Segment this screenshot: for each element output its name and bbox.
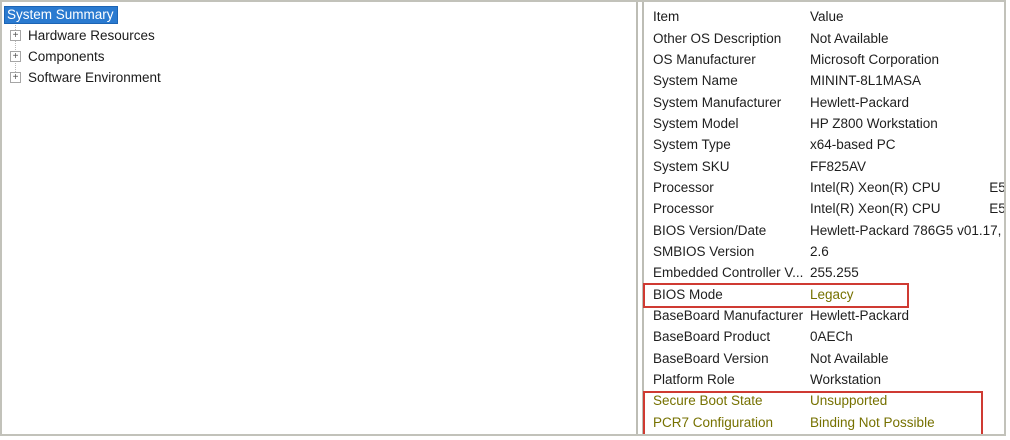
row-item-cell: System Model	[653, 115, 739, 131]
tree-item-label: Software Environment	[28, 69, 161, 85]
row-item-cell: BaseBoard Product	[653, 329, 771, 345]
row-item-cell: OS Manufacturer	[653, 51, 756, 67]
row-item-cell: Processor	[653, 179, 714, 195]
row-item-cell: SMBIOS Version	[653, 243, 755, 259]
row-value-cell: FF825AV	[810, 158, 867, 174]
row-item-cell: Other OS Description	[653, 30, 782, 46]
tree-item-label: Components	[28, 48, 105, 64]
table-row[interactable]: Platform Role Workstation	[653, 369, 1004, 390]
table-row[interactable]: System Type x64-based PC	[653, 134, 1004, 155]
panel-splitter[interactable]	[636, 2, 644, 434]
row-value-cell: Not Available	[810, 350, 889, 366]
row-value-cell: x64-based PC	[810, 137, 896, 153]
table-row[interactable]: System Model HP Z800 Workstation	[653, 113, 1004, 134]
row-item-cell: BIOS Version/Date	[653, 222, 767, 238]
row-item-cell: Processor	[653, 201, 714, 217]
table-row[interactable]: System SKU FF825AV	[653, 155, 1004, 176]
table-row[interactable]: Processor Intel(R) Xeon(R) CPU E5506	[653, 177, 1004, 198]
row-value-cell: HP Z800 Workstation	[810, 115, 938, 131]
tree-item-label: Hardware Resources	[28, 27, 155, 43]
row-value-cell: Binding Not Possible	[810, 414, 935, 430]
table-row[interactable]: BIOS Version/Date Hewlett-Packard 786G5 …	[653, 219, 1004, 240]
tree-item-components[interactable]: + Components	[2, 46, 636, 67]
tree-guide-line	[15, 18, 16, 82]
row-item-cell: BIOS Mode	[653, 286, 723, 302]
tree-item-system-summary[interactable]: + System Summary	[2, 4, 636, 25]
expand-plus-icon[interactable]: +	[10, 51, 21, 62]
row-value-cell: Unsupported	[810, 393, 888, 409]
tree-item-software-environment[interactable]: + Software Environment	[2, 67, 636, 88]
row-value-cell: MININT-8L1MASA	[810, 73, 922, 89]
row-value-cell: 255.255	[810, 265, 859, 281]
row-item-cell: System Manufacturer	[653, 94, 782, 110]
column-header-value[interactable]: Value	[810, 9, 844, 25]
details-list-panel: Item Value Other OS Description Not Avai…	[644, 2, 1004, 434]
expand-plus-icon[interactable]: +	[10, 30, 21, 41]
table-row[interactable]: Processor Intel(R) Xeon(R) CPU E5506	[653, 198, 1004, 219]
row-item-cell: Platform Role	[653, 372, 735, 388]
row-item-cell: PCR7 Configuration	[653, 414, 774, 430]
row-value-cell: 0AECh	[810, 329, 853, 345]
row-value-cell: Legacy	[810, 286, 854, 302]
table-row[interactable]: Embedded Controller V... 255.255	[653, 262, 1004, 283]
category-tree-panel: + System Summary + Hardware Resources + …	[2, 2, 636, 434]
row-value-cell: Hewlett-Packard 786G5 v01.17, 8/	[810, 222, 1004, 238]
row-item-cell: BaseBoard Version	[653, 350, 769, 366]
row-item-cell: Embedded Controller V...	[653, 265, 804, 281]
row-item-cell: BaseBoard Manufacturer	[653, 307, 804, 323]
tree-item-label: System Summary	[4, 5, 118, 24]
row-value-cell: Workstation	[810, 372, 882, 388]
row-item-cell: System Type	[653, 137, 731, 153]
table-row[interactable]: Secure Boot State Unsupported	[653, 390, 1004, 411]
row-item-cell: System Name	[653, 73, 738, 89]
row-value-cell: 2.6	[810, 243, 829, 259]
row-value-cell: Hewlett-Packard	[810, 94, 910, 110]
table-row[interactable]: System Name MININT-8L1MASA	[653, 70, 1004, 91]
table-row[interactable]: BIOS Mode Legacy	[653, 283, 1004, 304]
tree-item-hardware-resources[interactable]: + Hardware Resources	[2, 25, 636, 46]
row-item-cell: Secure Boot State	[653, 393, 763, 409]
row-value-cell: Not Available	[810, 30, 889, 46]
row-value-cell: Intel(R) Xeon(R) CPU E5506	[810, 179, 1004, 195]
table-row[interactable]: PCR7 Configuration Binding Not Possible	[653, 412, 1004, 433]
table-row[interactable]: OS Manufacturer Microsoft Corporation	[653, 49, 1004, 70]
row-item-cell: System SKU	[653, 158, 730, 174]
details-rows: Other OS Description Not Available OS Ma…	[653, 27, 1004, 433]
table-row[interactable]: BaseBoard Manufacturer Hewlett-Packard	[653, 305, 1004, 326]
table-row[interactable]: Other OS Description Not Available	[653, 27, 1004, 48]
column-header-row: Item Value	[653, 6, 1004, 27]
row-value-cell: Hewlett-Packard	[810, 307, 910, 323]
table-row[interactable]: SMBIOS Version 2.6	[653, 241, 1004, 262]
row-value-cell: Intel(R) Xeon(R) CPU E5506	[810, 201, 1004, 217]
column-header-item[interactable]: Item	[653, 9, 680, 25]
tree-items-container: + System Summary + Hardware Resources + …	[2, 4, 636, 88]
table-row[interactable]: BaseBoard Version Not Available	[653, 348, 1004, 369]
row-value-cell: Microsoft Corporation	[810, 51, 940, 67]
table-row[interactable]: System Manufacturer Hewlett-Packard	[653, 91, 1004, 112]
expand-plus-icon[interactable]: +	[10, 72, 21, 83]
table-row[interactable]: BaseBoard Product 0AECh	[653, 326, 1004, 347]
